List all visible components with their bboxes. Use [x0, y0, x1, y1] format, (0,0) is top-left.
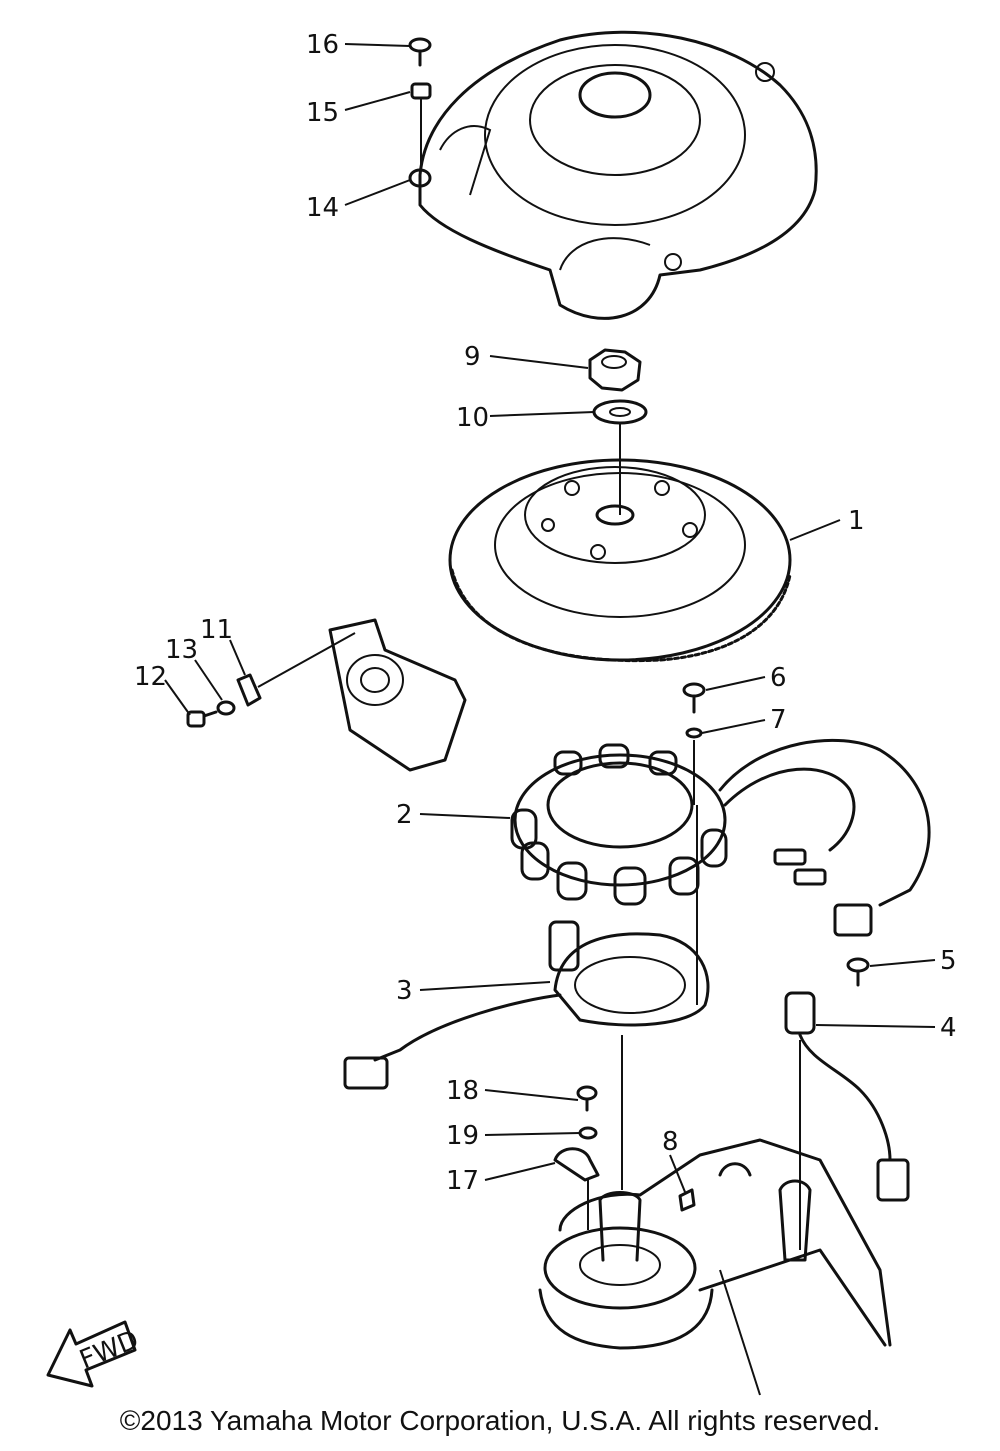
flywheel-nut-9 — [588, 348, 642, 392]
copyright-footer: ©2013 Yamaha Motor Corporation, U.S.A. A… — [119, 1405, 881, 1436]
callout-10: 10 — [456, 403, 489, 433]
callout-4: 4 — [940, 1013, 957, 1043]
engine-block — [538, 1138, 892, 1396]
callout-6: 6 — [770, 663, 787, 693]
callout-14: 14 — [306, 193, 339, 223]
callout-18: 18 — [446, 1076, 479, 1106]
callout-7: 7 — [770, 705, 787, 735]
fwd-label: FWD — [75, 1325, 143, 1376]
callout-16: 16 — [306, 30, 339, 60]
flywheel — [448, 458, 792, 663]
washer-7 — [685, 727, 703, 739]
callout-17: 17 — [446, 1166, 479, 1196]
bracket-11 — [236, 673, 262, 707]
mount-plate — [328, 618, 467, 772]
callout-13: 13 — [165, 635, 198, 665]
cover-bolt-16 — [408, 37, 432, 67]
callout-8: 8 — [662, 1127, 679, 1157]
fwd-arrow — [46, 1320, 137, 1388]
callout-12: 12 — [134, 662, 167, 692]
woodruff-key-8 — [678, 1188, 696, 1212]
callout-1: 1 — [848, 506, 865, 536]
stator-assembly — [510, 738, 931, 937]
flywheel-cover — [418, 30, 818, 320]
callout-9: 9 — [464, 342, 481, 372]
callout-3: 3 — [396, 976, 413, 1006]
thermo-switch — [784, 991, 910, 1202]
bolt-5 — [846, 957, 870, 987]
callout-2: 2 — [396, 800, 413, 830]
washer-10 — [592, 399, 648, 425]
callout-11: 11 — [200, 615, 233, 645]
callout-19: 19 — [446, 1121, 479, 1151]
callout-leaders — [164, 43, 936, 1193]
collar-15 — [410, 82, 432, 100]
bolt-6 — [682, 682, 706, 714]
clamp-17 — [553, 1147, 600, 1182]
washer-19 — [578, 1126, 598, 1140]
washer-13 — [216, 700, 236, 716]
bolt-12 — [186, 710, 218, 728]
bolt-18 — [576, 1085, 598, 1112]
pulser-coil-base — [343, 920, 710, 1090]
callout-5: 5 — [940, 946, 957, 976]
callout-15: 15 — [306, 98, 339, 128]
